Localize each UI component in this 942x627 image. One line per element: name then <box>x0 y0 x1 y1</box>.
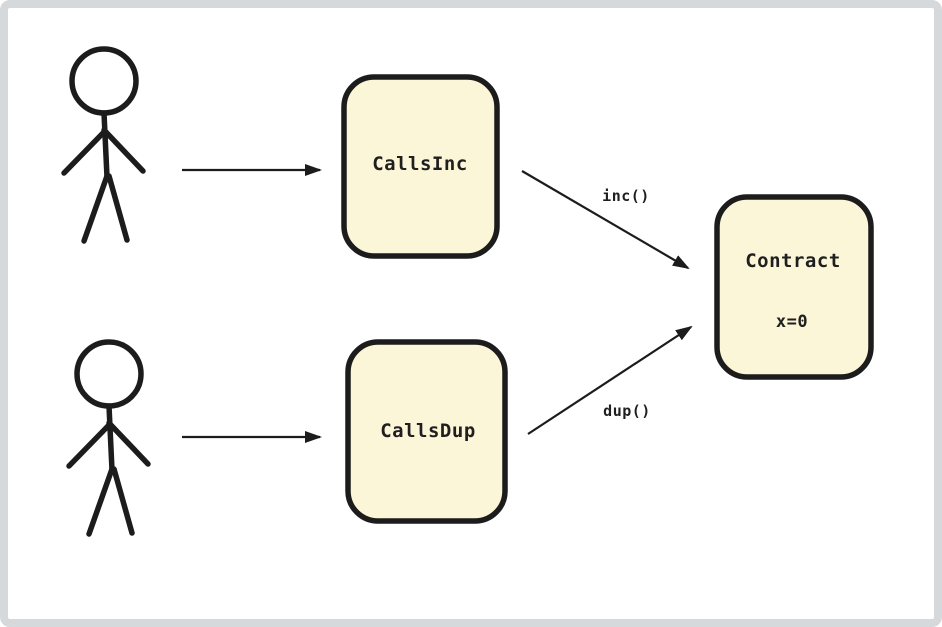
edge-inc-label: inc() <box>602 187 650 205</box>
node-callsdup-box <box>345 339 508 524</box>
node-callsinc-label: CallsInc <box>372 153 468 175</box>
arrow-callsinc-to-contract <box>521 170 690 270</box>
arrow-callsdup-to-contract <box>527 325 693 435</box>
node-callsdup-label: CallsDup <box>380 420 476 442</box>
node-contract-box <box>714 194 874 380</box>
stick-figure-user-bottom <box>69 342 148 534</box>
node-callsinc-box <box>341 74 500 259</box>
stick-figure-user-top <box>64 49 143 241</box>
node-contract-label: Contract <box>745 250 841 272</box>
node-contract-state-label: x=0 <box>775 312 809 332</box>
edge-dup-label: dup() <box>603 402 651 420</box>
